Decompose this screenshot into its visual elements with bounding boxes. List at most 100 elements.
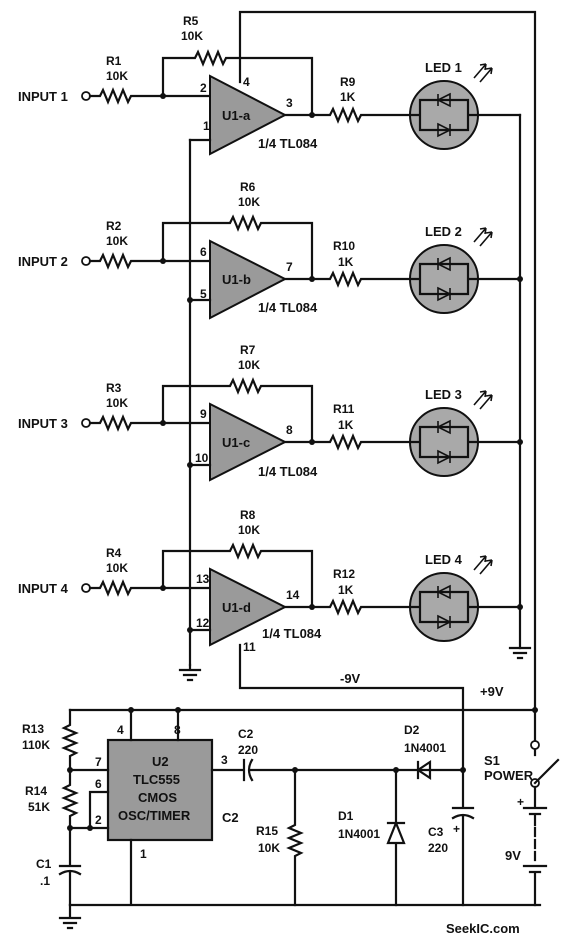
led4-diodes: [436, 584, 452, 630]
led2-diodes: [436, 256, 452, 302]
u1c-pin-out: 8: [286, 423, 293, 437]
r13-label: R13: [22, 722, 44, 736]
r10-label: R10: [333, 239, 355, 253]
input-4-terminal[interactable]: [81, 583, 91, 593]
r7-label: R7: [240, 343, 256, 357]
s1-lever[interactable]: [533, 758, 560, 785]
input-3-terminal[interactable]: [81, 418, 91, 428]
u1d-pin-non: 12: [196, 616, 210, 630]
u1a-pin-out: 3: [286, 96, 293, 110]
r8-value: 10K: [238, 523, 260, 537]
s1-terminal[interactable]: [530, 740, 540, 750]
u2-pin4: 4: [117, 723, 124, 737]
r7-feedback: [161, 377, 314, 444]
u2-line1: TLC555: [133, 772, 180, 787]
r9-resistor: [283, 106, 414, 124]
r12-label: R12: [333, 567, 355, 581]
r1-value: 10K: [106, 69, 128, 83]
led4-wiring: [410, 590, 522, 624]
r11-label: R11: [333, 402, 355, 416]
r14-value: 51K: [28, 800, 50, 814]
d1-value: 1N4001: [338, 827, 380, 841]
u2-pin3: 3: [221, 753, 228, 767]
junction: [87, 825, 93, 831]
u1b-part: 1/4 TL084: [258, 300, 318, 315]
u2-c2-side: C2: [222, 810, 239, 825]
input-2-terminal[interactable]: [81, 256, 91, 266]
u1d-opamp: [209, 567, 288, 647]
watermark: SeekIC.com: [446, 921, 520, 936]
c1-label: C1: [36, 857, 52, 871]
light-emission-icon: [473, 227, 493, 247]
u2-line3: OSC/TIMER: [118, 808, 191, 823]
u2-pin2: 2: [95, 813, 102, 827]
led2-label: LED 2: [425, 224, 462, 239]
r4-label: R4: [106, 546, 122, 560]
r2-resistor: [88, 252, 212, 270]
r6-value: 10K: [238, 195, 260, 209]
u1a-pin-pos: 4: [243, 75, 250, 89]
r6-label: R6: [240, 180, 256, 194]
r5-feedback: [161, 49, 314, 116]
battery: [522, 785, 548, 907]
u1a-pin-non: 1: [203, 119, 210, 133]
c2-value: 220: [238, 743, 258, 757]
r9-value: 1K: [340, 90, 356, 104]
ground-icon: [178, 663, 202, 682]
input-2-label: INPUT 2: [18, 254, 68, 269]
u2-ic: [106, 738, 214, 842]
c3-plus: +: [453, 822, 460, 836]
ground-icon: [58, 903, 82, 930]
r7-value: 10K: [238, 358, 260, 372]
r3-label: R3: [106, 381, 122, 395]
c3-label: C3: [428, 825, 444, 839]
r2-label: R2: [106, 219, 122, 233]
led3-label: LED 3: [425, 387, 462, 402]
d1-diode: [386, 768, 406, 907]
u1b-pin-out: 7: [286, 260, 293, 274]
r1-resistor: [88, 87, 212, 105]
r10-value: 1K: [338, 255, 354, 269]
stage-4: INPUT 4 R4 10K R8 10K U1-d 13 12 14 11 1…: [18, 508, 523, 654]
u1a-opamp: [209, 74, 288, 156]
u1d-pin-neg: 11: [243, 640, 256, 654]
r3-resistor: [88, 414, 212, 432]
input-1-terminal[interactable]: [81, 91, 91, 101]
u2-pin1: 1: [140, 847, 147, 861]
r8-label: R8: [240, 508, 256, 522]
c1-capacitor: [58, 826, 82, 907]
u1c-label: U1-c: [222, 435, 250, 450]
u1a-label: U1-a: [222, 108, 251, 123]
s1-label: S1: [484, 753, 500, 768]
ground-icon: [508, 646, 532, 660]
negative-rail-wire: [238, 643, 465, 772]
timer-section: U2 TLC555 CMOS OSC/TIMER 4 8 7 6 2 3 1 C…: [22, 708, 560, 930]
u1c-opamp: [209, 402, 288, 482]
light-emission-icon: [473, 555, 493, 575]
r12-value: 1K: [338, 583, 354, 597]
r4-resistor: [88, 579, 212, 597]
light-emission-icon: [473, 390, 493, 410]
stage-3: INPUT 3 R3 10K R7 10K U1-c 9 10 8 1/4 TL…: [18, 343, 523, 482]
u2-pin4-8-wires: [129, 708, 180, 742]
u1d-pin-out: 14: [286, 588, 300, 602]
u1b-pin-non: 5: [200, 287, 207, 301]
r14-label: R14: [25, 784, 47, 798]
u1b-pin-inv: 6: [200, 245, 207, 259]
u1b-label: U1-b: [222, 272, 251, 287]
r3-value: 10K: [106, 396, 128, 410]
c3-value: 220: [428, 841, 448, 855]
input-1-label: INPUT 1: [18, 89, 68, 104]
r2-value: 10K: [106, 234, 128, 248]
u1d-pin-inv: 13: [196, 572, 210, 586]
pin6-2-wire: [68, 790, 110, 830]
r14-resistor: [61, 768, 79, 830]
d1-label: D1: [338, 809, 354, 823]
u2-pin6: 6: [95, 777, 102, 791]
light-emission-icon: [473, 63, 493, 83]
r12-resistor: [283, 598, 414, 616]
led1-wiring: [410, 98, 522, 132]
bottom-rail: [68, 838, 542, 907]
led3-wiring: [410, 425, 522, 459]
